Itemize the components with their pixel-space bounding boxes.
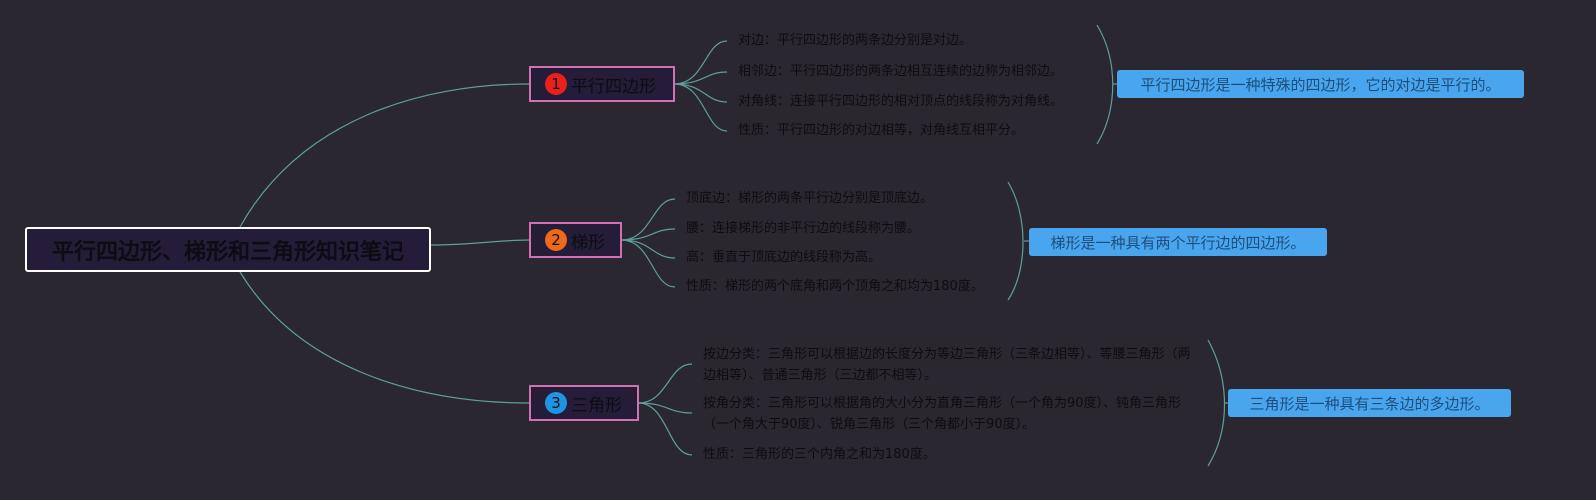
root-title: 平行四边形、梯形和三角形知识笔记: [51, 239, 404, 265]
branch-number-badge: 1: [545, 73, 567, 95]
summary-triangle[interactable]: 三角形是一种具有三条边的多边形。: [1228, 389, 1511, 417]
link-b2-item-3: [620, 239, 676, 259]
link-root-branch-2: [430, 239, 530, 246]
link-b1-item-1: [673, 40, 728, 85]
root-topic[interactable]: 平行四边形、梯形和三角形知识笔记: [25, 227, 431, 272]
branch-triangle[interactable]: 3 三角形: [529, 385, 639, 421]
bracket-b1: [1096, 24, 1114, 145]
branch-parallelogram[interactable]: 1 平行四边形: [529, 66, 675, 102]
leaf-item[interactable]: 高：垂直于顶底边的线段称为高。: [686, 250, 882, 265]
leaf-item[interactable]: 性质：平行四边形的对边相等，对角线互相平分。: [738, 123, 1025, 138]
link-b3-item-3: [637, 402, 693, 456]
leaf-item[interactable]: 腰：连接梯形的非平行边的线段称为腰。: [686, 221, 921, 236]
link-b1-item-4: [673, 83, 728, 132]
leaf-item[interactable]: 顶底边：梯形的两条平行边分别是顶底边。: [686, 191, 934, 206]
leaf-item[interactable]: 对角线：连接平行四边形的相对顶点的线段称为对角线。: [738, 94, 1064, 109]
summary-trapezoid[interactable]: 梯形是一种具有两个平行边的四边形。: [1029, 228, 1327, 256]
link-root-branch-3: [239, 271, 530, 404]
link-b2-item-1: [620, 198, 676, 241]
link-b3-item-1: [637, 363, 693, 404]
branch-number-badge: 3: [545, 392, 567, 414]
link-b2-item-2: [620, 228, 676, 241]
link-b1-item-3: [673, 83, 728, 103]
link-root-branch-1: [239, 83, 530, 228]
branch-label: 梯形: [571, 232, 605, 253]
branch-number-badge: 2: [545, 229, 567, 251]
leaf-item[interactable]: 性质：梯形的两个底角和两个顶角之和均为180度。: [686, 279, 984, 294]
leaf-item[interactable]: 对边：平行四边形的两条边分别是对边。: [738, 33, 973, 48]
leaf-item[interactable]: 性质：三角形的三个内角之和为180度。: [703, 447, 936, 462]
bracket-b3: [1207, 339, 1226, 467]
bracket-b2: [1007, 181, 1024, 301]
leaf-item[interactable]: 按角分类：三角形可以根据角的大小分为直角三角形（一个角为90度）、钝角三角形（一…: [703, 396, 1182, 432]
branch-trapezoid[interactable]: 2 梯形: [529, 222, 622, 258]
link-b2-item-4: [620, 239, 676, 288]
branch-label: 三角形: [571, 395, 622, 416]
summary-parallelogram[interactable]: 平行四边形是一种特殊的四边形，它的对边是平行的。: [1117, 70, 1524, 98]
leaf-item[interactable]: 相邻边：平行四边形的两条边相互连续的边称为相邻边。: [738, 64, 1064, 79]
leaf-item[interactable]: 按边分类：三角形可以根据边的长度分为等边三角形（三条边相等）、等腰三角形（两边相…: [703, 347, 1191, 383]
branch-label: 平行四边形: [571, 76, 656, 97]
link-b1-item-2: [673, 71, 728, 85]
link-b3-item-2: [637, 402, 693, 414]
